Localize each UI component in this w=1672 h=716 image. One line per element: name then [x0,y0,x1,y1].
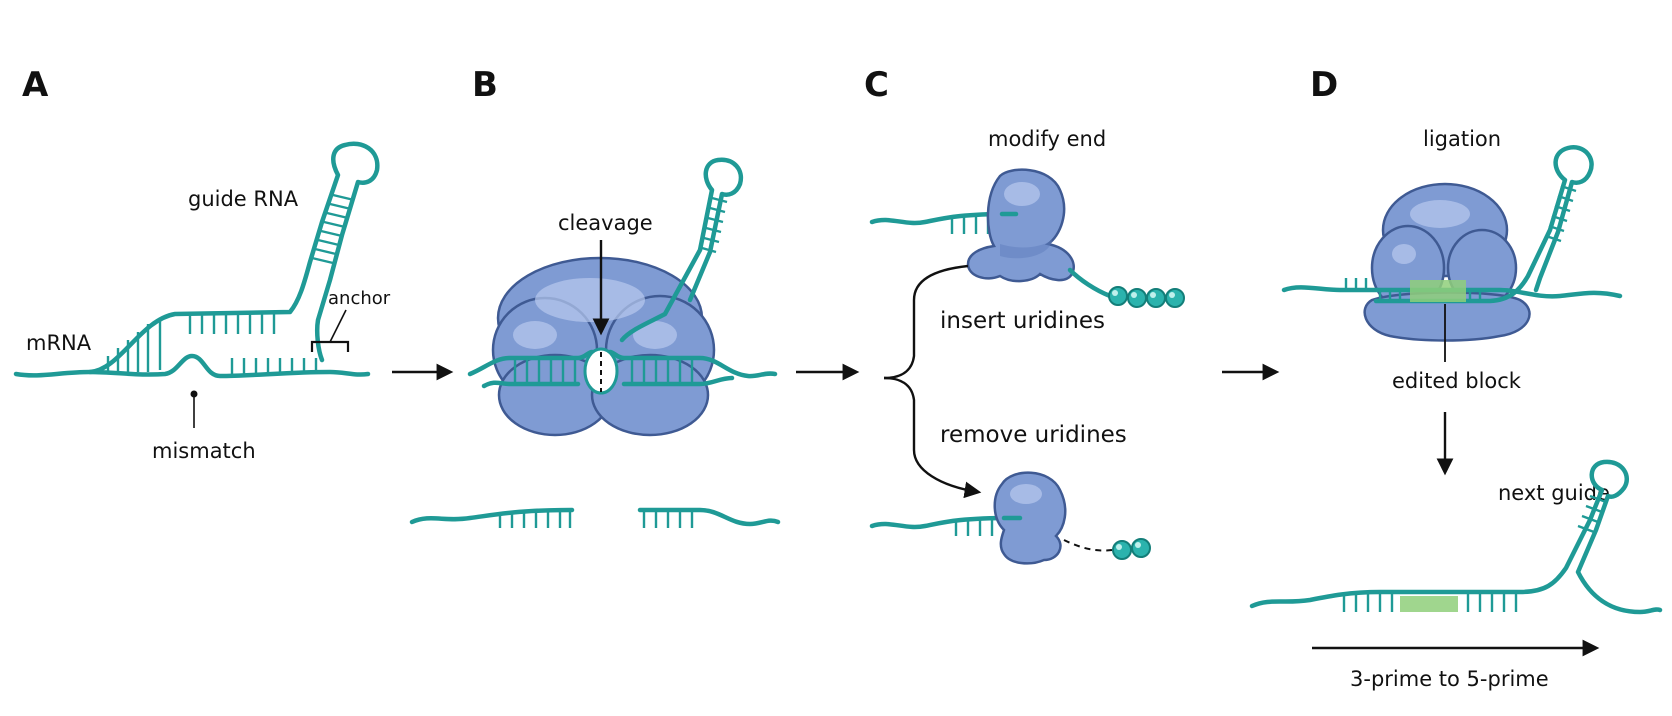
cleaved-left-rungs [498,510,572,528]
guide-rna-strand [87,141,380,375]
d-guide-strand [1373,145,1594,304]
d-pairing-rungs [1344,278,1482,301]
edited-block-region-next [1400,596,1458,612]
panel-a: A [13,65,391,463]
panel-b-letter: B [472,65,498,105]
removal-tether [1063,539,1113,552]
next-guide-label: next guide [1498,481,1610,505]
branch-down [883,376,982,499]
branch-up [883,264,969,380]
direction-label: 3-prime to 5-prime [1350,667,1549,691]
uridine-beads-inserted [1108,286,1185,308]
cleaved-fragment-right [637,507,781,527]
cleaved-right-rungs [642,510,694,528]
ligase-complex [1363,182,1531,342]
modify-end-label: modify end [988,127,1106,151]
d-hairpin-rungs [1545,184,1577,243]
mismatch-dot [190,390,198,398]
cleavage-label: cleavage [558,211,653,235]
guide-hairpin-rungs-b [701,196,728,254]
pairing-rungs-b [513,358,694,384]
edited-block-region [1410,280,1466,302]
d-next-mrna-strand [1249,459,1663,615]
mrna-label: mRNA [26,331,92,355]
editing-enzyme-c-top [966,168,1075,283]
guide-hairpin-rungs [311,193,355,265]
panel-d: D ligation [1249,65,1663,691]
uridine-beads-removed [1112,538,1151,560]
panel-a-letter: A [22,65,49,105]
editing-enzyme-c-bottom [993,471,1067,565]
panel-d-letter: D [1310,65,1338,105]
guide-hairpin-b [619,157,744,343]
c-top-bead-tether [1067,267,1113,299]
panel-c: C modify end insert uridines remove [864,65,1185,565]
insert-uridines-label: insert uridines [940,308,1105,334]
mrna-strand-b [467,349,595,377]
mismatch-label: mismatch [152,439,256,463]
guide-rna-label: guide RNA [188,187,299,211]
panel-c-letter: C [864,65,889,105]
d-next-rungs [1342,494,1607,612]
mrna-strand-b-right [607,349,778,379]
guide-mrna-pairing [106,314,318,374]
ligation-label: ligation [1423,127,1501,151]
cleaved-fragment-left [409,507,575,525]
d-mrna-strand [1281,285,1623,299]
anchor-label: anchor [328,288,391,309]
panel-b: B [409,65,781,528]
remove-uridines-label: remove uridines [940,422,1127,448]
guide-strand-b-right [621,375,735,387]
c-bottom-strand [869,515,1015,530]
guide-strand-b [481,380,581,389]
edited-block-label: edited block [1392,369,1522,393]
anchor-leader [329,309,347,343]
